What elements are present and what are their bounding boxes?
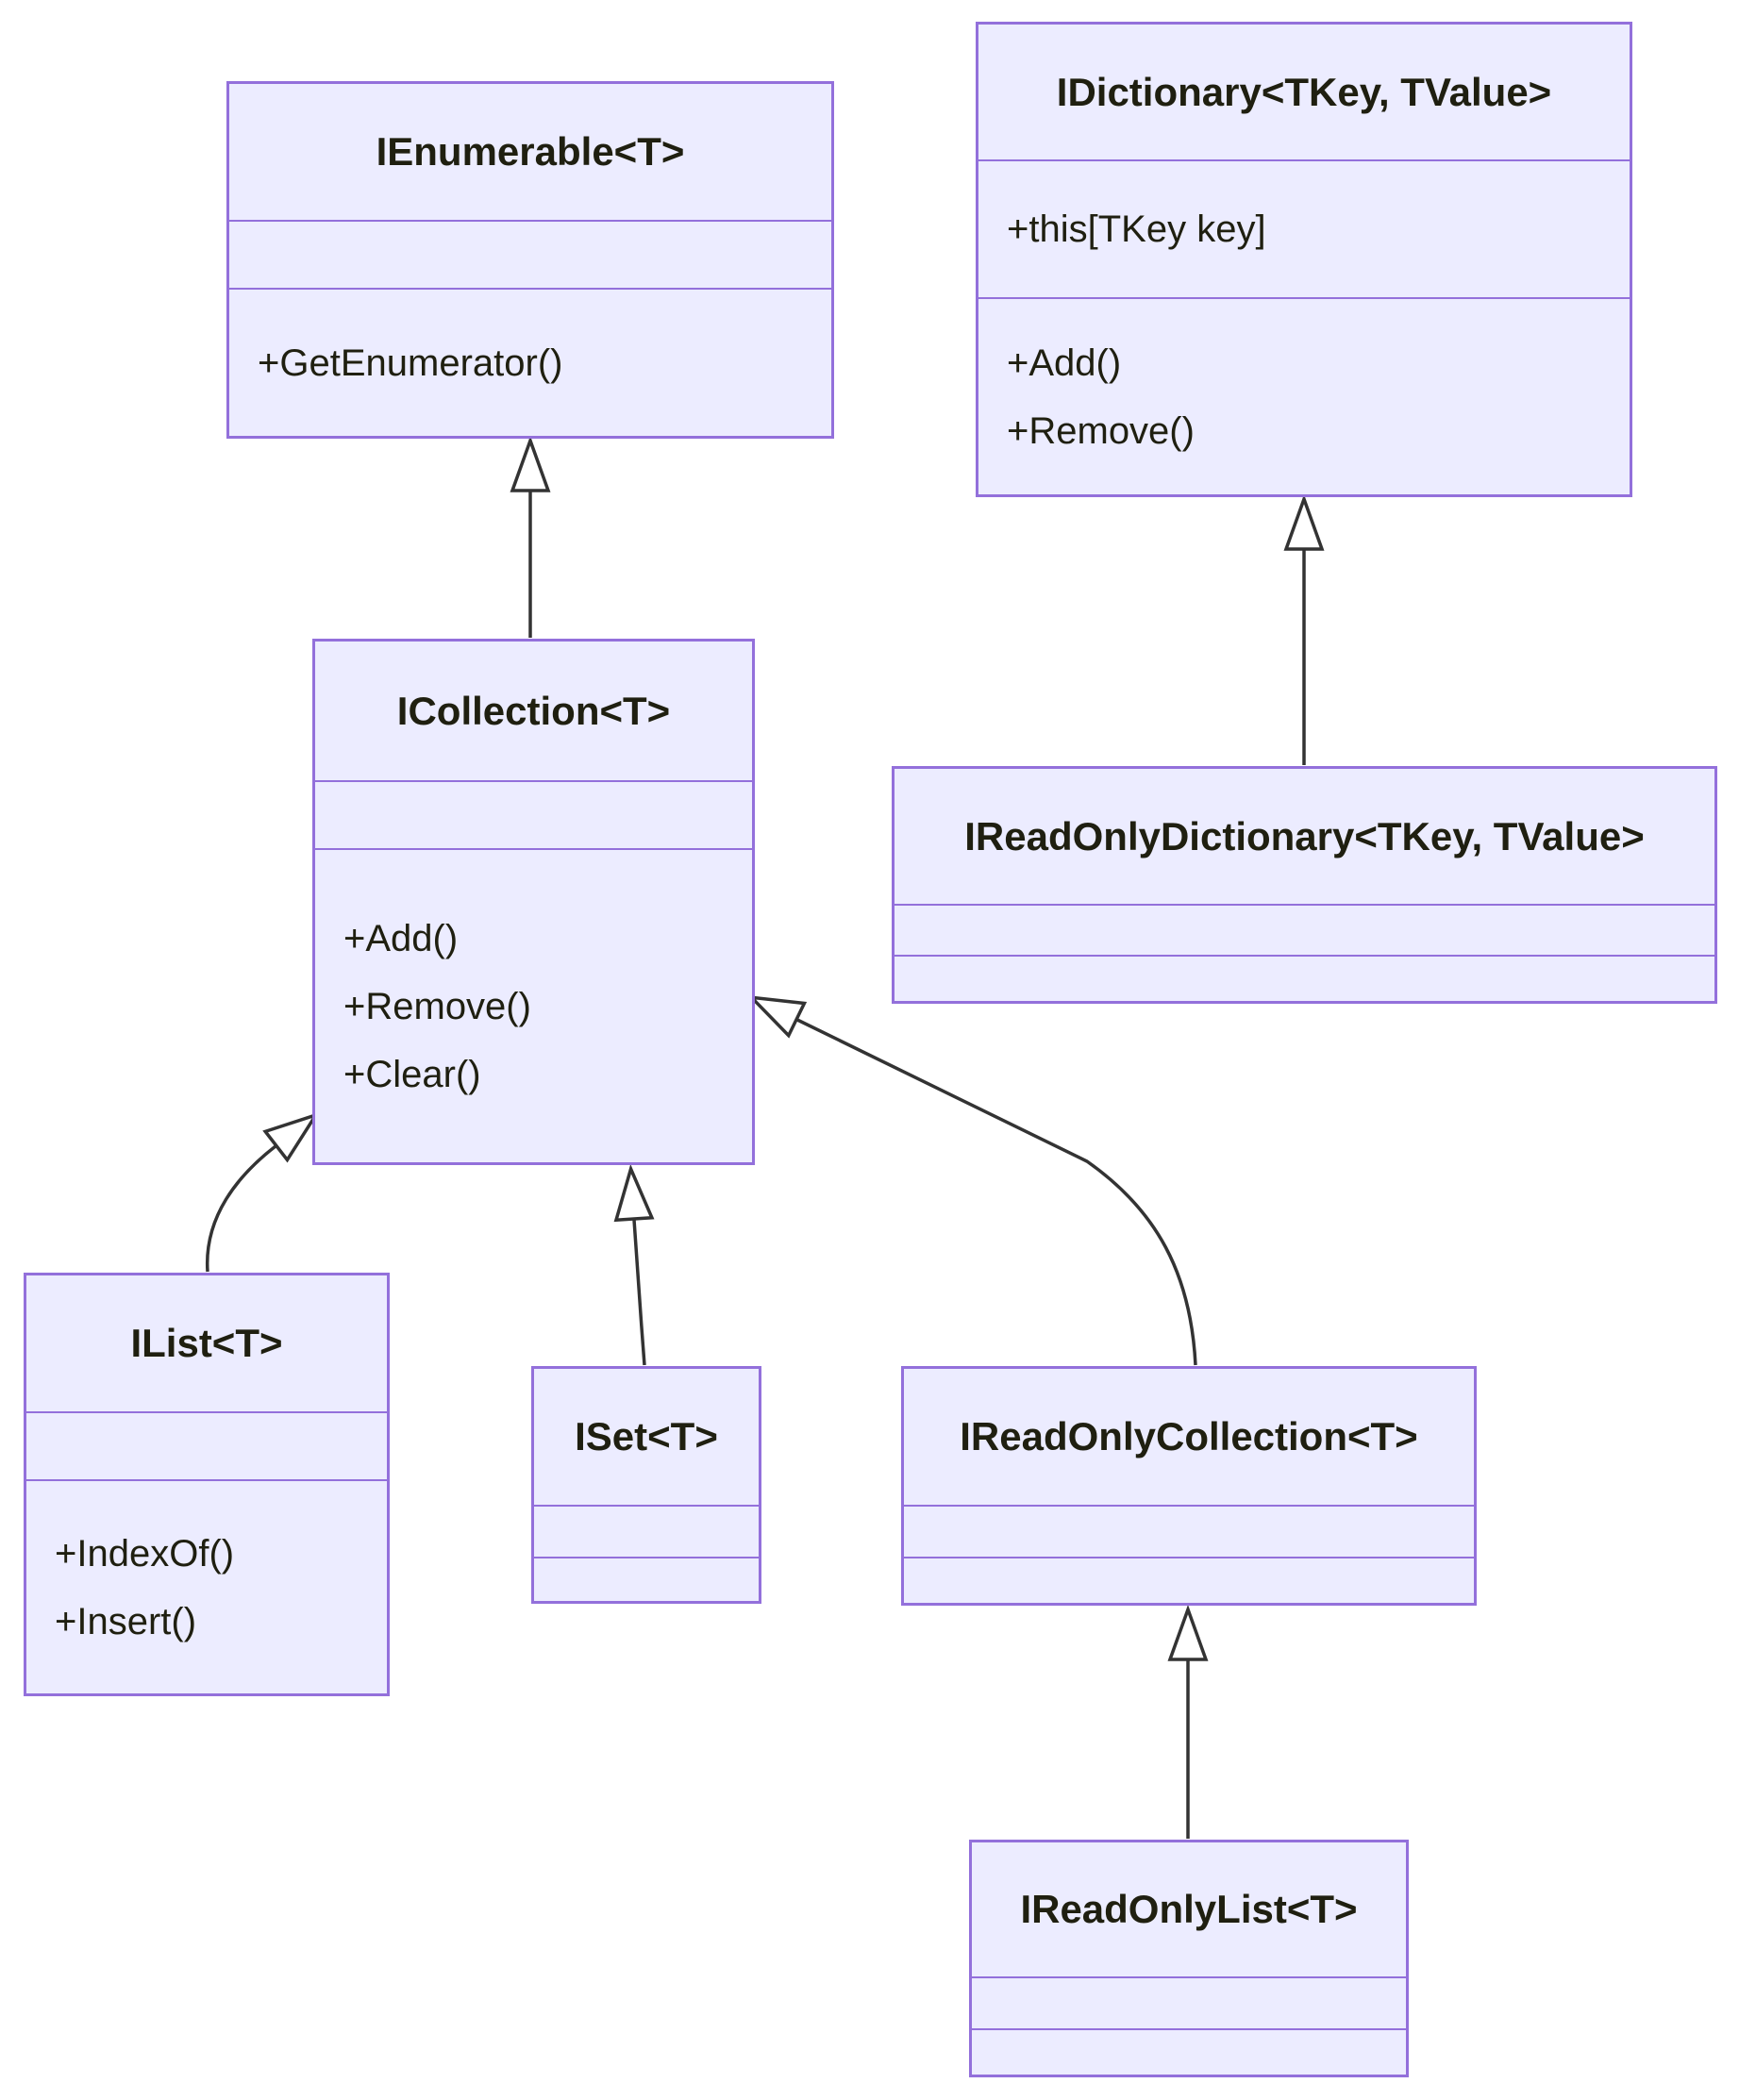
class-title: IEnumerable<T> [376,129,685,174]
methods-section: +Add() +Remove() [978,297,1630,494]
class-icollection: ICollection<T> +Add() +Remove() +Clear() [312,639,755,1165]
method-label: +IndexOf() [55,1532,235,1575]
attributes-section [895,904,1714,955]
class-title: IList<T> [130,1321,283,1365]
class-title: IReadOnlyDictionary<TKey, TValue> [964,813,1645,858]
class-title: IReadOnlyCollection<T> [960,1414,1418,1458]
edge-ireadonlycollection-to-icollection [746,995,1197,1366]
attributes-section [534,1505,759,1557]
class-ienumerable: IEnumerable<T> +GetEnumerator() [226,81,834,439]
edge-ilist-to-icollection [206,1111,320,1273]
methods-section: +GetEnumerator() [229,288,831,436]
method-label: +Remove() [343,985,531,1027]
class-ireadonlydictionary: IReadOnlyDictionary<TKey, TValue> [892,766,1717,1004]
class-idictionary: IDictionary<TKey, TValue> +this[TKey key… [976,22,1632,497]
attributes-section [229,220,831,288]
class-ireadonlylist: IReadOnlyList<T> [969,1840,1409,2077]
attribute-label: +this[TKey key] [1007,208,1266,250]
class-title: ISet<T> [575,1414,718,1458]
class-title: IDictionary<TKey, TValue> [1056,69,1552,114]
methods-section [534,1557,759,1601]
class-iset: ISet<T> [531,1366,761,1604]
method-label: +Clear() [343,1053,481,1095]
methods-section [972,2028,1406,2075]
class-title: IReadOnlyList<T> [1020,1887,1358,1931]
attributes-section [26,1411,387,1479]
method-label: +Insert() [55,1600,197,1642]
method-label: +Add() [343,917,459,959]
class-ilist: IList<T> +IndexOf() +Insert() [24,1273,390,1696]
methods-section: +IndexOf() +Insert() [26,1479,387,1693]
attributes-section [972,1976,1406,2028]
attributes-section: +this[TKey key] [978,159,1630,297]
attributes-section [904,1505,1474,1557]
method-label: +Remove() [1007,409,1195,452]
methods-section [904,1557,1474,1603]
methods-section: +Add() +Remove() +Clear() [315,848,752,1162]
attributes-section [315,780,752,848]
edge-iset-to-icollection [613,1163,655,1366]
class-ireadonlycollection: IReadOnlyCollection<T> [901,1366,1477,1606]
methods-section [895,955,1714,1001]
class-title: ICollection<T> [396,688,671,733]
method-label: +GetEnumerator() [258,342,563,384]
method-label: +Add() [1007,342,1122,384]
